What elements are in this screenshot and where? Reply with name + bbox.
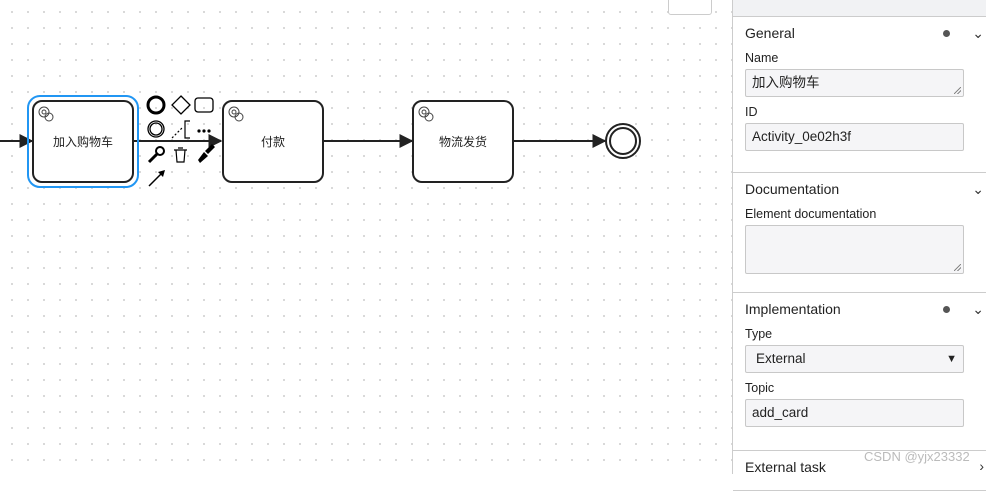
- chevron-down-icon[interactable]: ⌄: [972, 301, 984, 317]
- chevron-right-icon[interactable]: ›: [979, 458, 984, 474]
- section-title[interactable]: External task: [745, 459, 826, 475]
- section-implementation: Implementation ⌄ Type External ▼ Topic ad…: [733, 293, 986, 451]
- chevron-down-icon: ▼: [946, 353, 957, 365]
- bpmn-canvas[interactable]: 加入购物车 付款 物流发货: [0, 0, 732, 474]
- name-field[interactable]: 加入购物车: [745, 69, 964, 97]
- watermark: CSDN @yjx23332: [864, 449, 970, 464]
- resize-grip-icon[interactable]: [954, 264, 961, 271]
- intermediate-event-icon[interactable]: [147, 120, 165, 138]
- gateway-icon[interactable]: [171, 95, 191, 115]
- type-label: Type: [745, 327, 773, 341]
- end-event-icon[interactable]: [146, 95, 166, 115]
- end-event[interactable]: [605, 123, 641, 159]
- type-value: External: [756, 351, 806, 366]
- id-field[interactable]: Activity_0e02h3f: [745, 123, 964, 151]
- text-annotation-icon[interactable]: [171, 120, 190, 139]
- paint-icon[interactable]: [198, 144, 215, 163]
- task-shipping[interactable]: [412, 100, 514, 183]
- task-payment[interactable]: [222, 100, 324, 183]
- task-label: 物流发货: [438, 135, 487, 149]
- service-task-gear-icon: [38, 106, 434, 122]
- documentation-label: Element documentation: [745, 207, 877, 221]
- section-title[interactable]: Documentation: [745, 181, 840, 197]
- chevron-down-icon[interactable]: ⌄: [972, 181, 984, 197]
- section-title[interactable]: Implementation: [745, 301, 841, 317]
- more-icon[interactable]: [197, 129, 211, 133]
- minimap-toggle-button[interactable]: [668, 0, 712, 15]
- section-general: General ⌄ Name 加入购物车 ID Activity_0e02h3f: [733, 17, 986, 173]
- diagram-svg: [0, 95, 641, 188]
- topic-field[interactable]: add_card: [745, 399, 964, 427]
- chevron-down-icon[interactable]: ⌄: [972, 25, 984, 41]
- has-data-dot-icon: [943, 30, 950, 37]
- task-add-to-cart[interactable]: [32, 100, 134, 183]
- type-select[interactable]: External ▼: [745, 345, 964, 373]
- documentation-field[interactable]: [745, 225, 964, 274]
- task-label: 加入购物车: [52, 135, 113, 149]
- properties-panel: General ⌄ Name 加入购物车 ID Activity_0e02h3f…: [732, 0, 986, 491]
- section-title[interactable]: General: [745, 25, 795, 41]
- name-value: 加入购物车: [752, 75, 820, 90]
- trash-icon[interactable]: [174, 147, 187, 163]
- resize-grip-icon[interactable]: [954, 87, 961, 94]
- name-label: Name: [745, 51, 779, 65]
- panel-header: [733, 0, 986, 17]
- task-label: 付款: [260, 135, 285, 149]
- id-label: ID: [745, 105, 758, 119]
- wrench-icon[interactable]: [147, 146, 165, 164]
- connect-arrow-icon[interactable]: [148, 170, 165, 187]
- task-icon[interactable]: [194, 97, 214, 113]
- has-data-dot-icon: [943, 306, 950, 313]
- topic-label: Topic: [745, 381, 775, 395]
- section-documentation: Documentation ⌄ Element documentation: [733, 173, 986, 293]
- selection-outline: [27, 95, 139, 188]
